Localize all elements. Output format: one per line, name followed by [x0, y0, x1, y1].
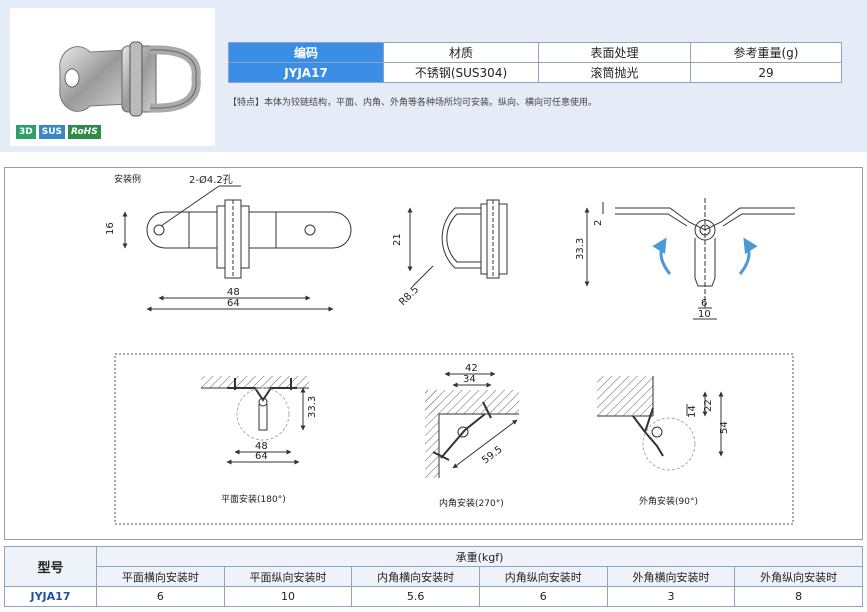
load-value: 5.6 [351, 586, 480, 607]
spec-header-row: 编码 材质 表面处理 参考重量(g) [228, 42, 842, 63]
outer-dim-22: 22 [703, 399, 714, 412]
badge-sus: SUS [38, 125, 66, 139]
load-col-header: 外角横向安装时 [606, 566, 736, 587]
inner-dim-line-59-5 [452, 419, 518, 469]
outer-caption: 外角安装(90°) [639, 495, 698, 507]
flat-dim-33-3: 33.3 [307, 396, 318, 418]
badge-group: 3D SUS RoHS [16, 125, 101, 139]
flat-caption: 平面安装(180°) [221, 493, 286, 505]
load-value: 6 [96, 586, 225, 607]
table-row: JYJA17 6 10 5.6 6 3 8 [4, 586, 863, 607]
load-col-header: 平面横向安装时 [96, 566, 225, 587]
dim-64: 64 [227, 298, 240, 309]
badge-rohs: RoHS [68, 125, 101, 139]
spec-header-code: 编码 [228, 42, 384, 63]
end-view [615, 198, 795, 308]
load-col-header: 内角横向安装时 [351, 566, 480, 587]
spec-header-material: 材质 [383, 42, 539, 63]
dim-2: 2 [593, 220, 604, 226]
inner-dim-34: 34 [463, 374, 476, 385]
flat-install-diagram [201, 376, 309, 441]
product-photo: 3D SUS RoHS [10, 8, 215, 146]
spec-material: 不锈钢(SUS304) [383, 62, 539, 83]
dim-33-3: 33.3 [575, 238, 586, 260]
inner-caption: 内角安装(270°) [439, 497, 504, 509]
rotate-right-arrow-icon [738, 237, 758, 275]
feature-note: 【特点】本体为铰链结构，平面、内角、外角等各种场所均可安装。纵向、横向可任意使用… [228, 98, 598, 108]
spec-weight: 29 [690, 62, 842, 83]
example-title: 安装例 [114, 175, 142, 185]
dim-6: 6 [701, 298, 707, 309]
drawing-frame: 2-Ø4.2孔 16 48 64 21 R8.5 [4, 167, 863, 540]
load-group-header-row: 型号 承重(kgf) [4, 546, 863, 587]
spec-header-finish: 表面处理 [538, 42, 691, 63]
spec-value-row: JYJA17 不锈钢(SUS304) 滚筒抛光 29 [228, 62, 842, 83]
dim-16: 16 [105, 222, 116, 235]
load-column-header-row: 平面横向安装时 平面纵向安装时 内角横向安装时 内角纵向安装时 外角横向安装时 … [5, 566, 863, 587]
inner-dim-42: 42 [465, 363, 478, 374]
load-col-header: 平面纵向安装时 [223, 566, 353, 587]
load-value: 6 [478, 586, 608, 607]
load-table: 型号 承重(kgf) 平面横向安装时 平面纵向安装时 内角横向安装时 内角纵向安… [4, 546, 863, 607]
dim-radius: R8.5 [397, 284, 421, 308]
load-col-header: 外角纵向安装时 [734, 566, 863, 587]
load-value: 10 [223, 586, 353, 607]
outer-dim-54: 54 [719, 421, 730, 434]
outer-corner-diagram [597, 376, 696, 471]
radius-leader [412, 265, 434, 287]
outer-dim-14: 14 [687, 405, 698, 418]
dim-48: 48 [227, 287, 240, 298]
spec-finish: 滚筒抛光 [538, 62, 691, 83]
side-view [441, 199, 508, 279]
hinge-photo-image [59, 41, 201, 117]
spec-code: JYJA17 [228, 62, 384, 83]
badge-3d: 3D [16, 125, 36, 139]
load-model: JYJA17 [4, 586, 97, 607]
inner-corner-diagram [425, 390, 519, 478]
load-value: 8 [734, 586, 863, 607]
dim-21: 21 [392, 233, 403, 246]
load-group-header: 承重(kgf) [96, 546, 863, 567]
load-col-header: 内角纵向安装时 [478, 566, 608, 587]
inner-dim-59-5: 59.5 [480, 444, 504, 466]
dim-10: 10 [698, 309, 711, 320]
spec-table: 编码 材质 表面处理 参考重量(g) JYJA17 不锈钢(SUS304) 滚筒… [228, 42, 842, 83]
flat-dim-48: 48 [255, 441, 268, 452]
hole-callout-text: 2-Ø4.2孔 [189, 174, 233, 186]
rotate-left-arrow-icon [652, 237, 672, 275]
flat-dim-64: 64 [255, 451, 268, 462]
front-view [146, 199, 352, 279]
load-model-header: 型号 [4, 546, 97, 587]
load-value: 3 [606, 586, 736, 607]
spec-header-weight: 参考重量(g) [690, 42, 842, 63]
hole-callout-leader [160, 185, 220, 227]
technical-drawing: 2-Ø4.2孔 16 48 64 21 R8.5 [105, 174, 795, 525]
